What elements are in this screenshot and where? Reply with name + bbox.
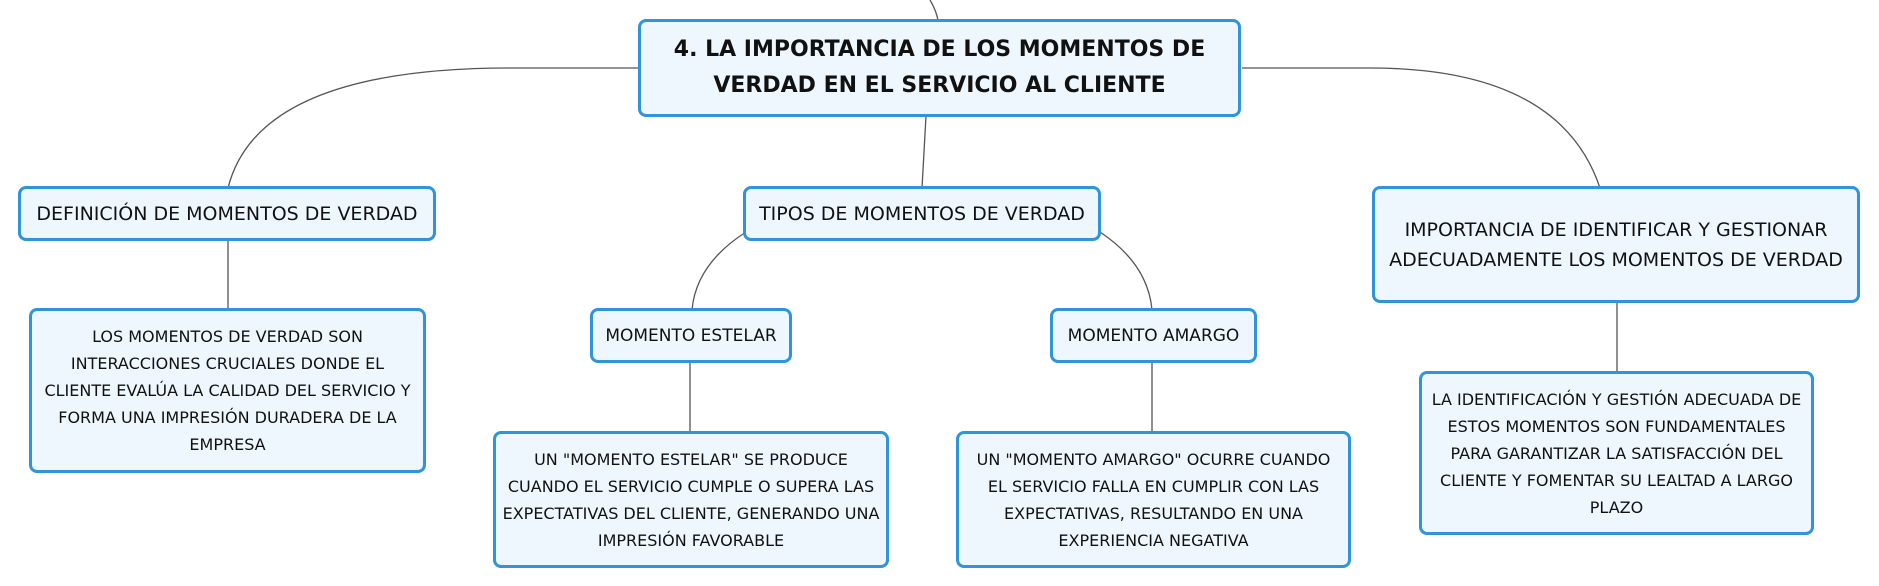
topic-importancia-detail[interactable]: LA IDENTIFICACIÓN Y GESTIÓN ADECUADA DE …: [1419, 371, 1814, 535]
topic-importancia[interactable]: IMPORTANCIA DE IDENTIFICAR Y GESTIONAR A…: [1372, 186, 1860, 303]
topic-definicion-detail[interactable]: LOS MOMENTOS DE VERDAD SON INTERACCIONES…: [29, 308, 426, 473]
topic-importancia-label: IMPORTANCIA DE IDENTIFICAR Y GESTIONAR A…: [1389, 218, 1843, 271]
topic-momento-amargo[interactable]: MOMENTO AMARGO: [1050, 308, 1257, 363]
root-topic[interactable]: 4. LA IMPORTANCIA DE LOS MOMENTOS DE VER…: [638, 19, 1241, 117]
topic-momento-estelar-detail[interactable]: UN "MOMENTO ESTELAR" SE PRODUCE CUANDO E…: [493, 431, 889, 568]
connector-incoming: [929, 0, 939, 21]
topic-momento-amargo-detail[interactable]: UN "MOMENTO AMARGO" OCURRE CUANDO EL SER…: [956, 431, 1351, 568]
topic-definicion-detail-text: LOS MOMENTOS DE VERDAD SON INTERACCIONES…: [44, 327, 411, 454]
topic-momento-amargo-detail-text: UN "MOMENTO AMARGO" OCURRE CUANDO EL SER…: [976, 449, 1331, 550]
topic-definicion[interactable]: DEFINICIÓN DE MOMENTOS DE VERDAD: [18, 186, 436, 241]
topic-momento-estelar-detail-text: UN "MOMENTO ESTELAR" SE PRODUCE CUANDO E…: [502, 449, 880, 550]
topic-importancia-detail-text: LA IDENTIFICACIÓN Y GESTIÓN ADECUADA DE …: [1431, 389, 1802, 517]
topic-tipos-label: TIPOS DE MOMENTOS DE VERDAD: [759, 202, 1085, 225]
connector-tipos-amargo: [1099, 231, 1153, 311]
connector-root-definicion: [227, 67, 640, 189]
topic-momento-estelar[interactable]: MOMENTO ESTELAR: [590, 308, 792, 363]
topic-momento-estelar-label: MOMENTO ESTELAR: [605, 325, 777, 346]
connector-tipos-estelar: [691, 231, 747, 311]
root-topic-label: 4. LA IMPORTANCIA DE LOS MOMENTOS DE VER…: [673, 37, 1206, 98]
topic-definicion-label: DEFINICIÓN DE MOMENTOS DE VERDAD: [36, 202, 418, 225]
topic-momento-amargo-label: MOMENTO AMARGO: [1067, 325, 1240, 346]
topic-tipos[interactable]: TIPOS DE MOMENTOS DE VERDAD: [743, 186, 1101, 241]
connector-root-importancia: [1242, 67, 1601, 189]
connector-root-tipos: [921, 115, 927, 189]
